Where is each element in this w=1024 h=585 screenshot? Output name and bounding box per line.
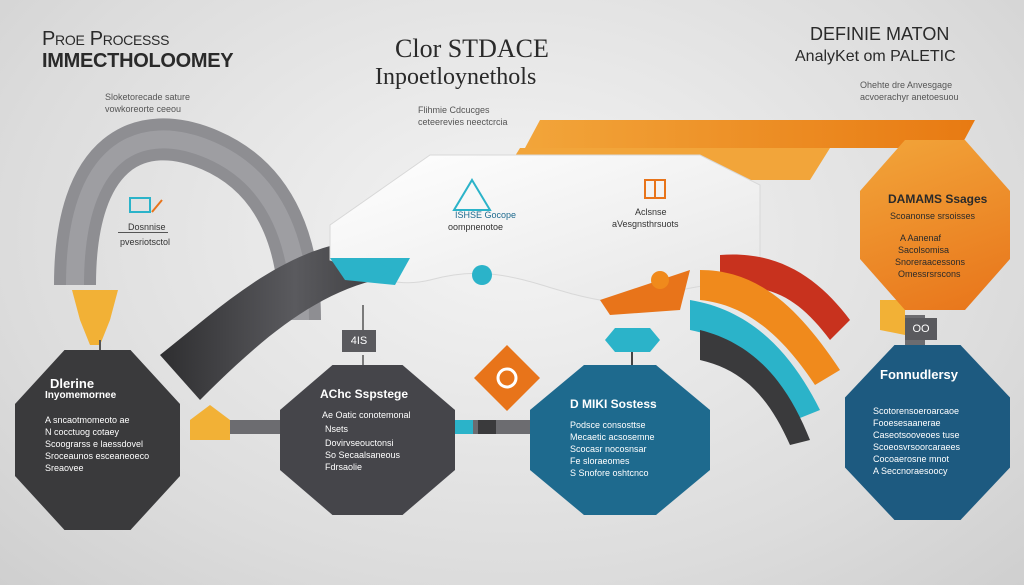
orange-dot-icon: [651, 271, 669, 289]
card-damams-line-2: A Aanenaf: [900, 233, 942, 243]
card-damams-line-5: Omessrsrscons: [898, 269, 961, 279]
card-define-line-5: Sreaovee: [45, 463, 84, 473]
card-define: Dlerine Inyomemornee A sncaotmomeoto ae …: [15, 350, 180, 530]
card-ache-line-2: Nsets: [325, 424, 349, 434]
card-damams-line-4: Snoreraacessons: [895, 257, 966, 267]
card-ache-line-3: Dovirvseouctonsi: [325, 438, 394, 448]
card-define-line-3: Scoograrss e laessdovel: [45, 439, 144, 449]
card-foundersy-line-2: Fooesesaanerae: [873, 418, 941, 428]
banner-left-divider: [118, 232, 168, 233]
card-foundersy-line-6: A Seccnoraesoocy: [873, 466, 948, 476]
card-damams-line-3: Sacolsomisa: [898, 245, 950, 255]
warning-triangle-icon: [452, 178, 492, 211]
left-title-2: IMMECTHOLOOMEY: [42, 50, 234, 72]
connector-1: [220, 420, 280, 434]
card-define-line-1: A sncaotmomeoto ae: [45, 415, 130, 425]
center-sub-1: Flihmie Cdcucges: [418, 105, 490, 115]
teal-hex-marker: [605, 328, 660, 352]
orange-band-top: [525, 120, 975, 148]
card-define-title-2: Inyomemornee: [45, 390, 117, 401]
teal-dot-icon: [472, 265, 492, 285]
right-sub-2: acvoerachyr anetoesuou: [860, 92, 959, 102]
banner-left-label-1: Dosnnise: [128, 222, 166, 232]
left-sub-1: Sloketorecade sature: [105, 92, 191, 102]
card-foundersy-line-5: Cocoaerosne mnot: [873, 454, 950, 464]
orange-diamond: [474, 345, 540, 411]
card-define-title-1: Dlerine: [50, 376, 95, 391]
card-ache-line-1: Ae Oatic conotemonal: [322, 410, 411, 420]
card-damams-line-1: Scoanonse srsoisses: [890, 211, 976, 221]
card-damams-title: DAMAMS Ssages: [888, 192, 988, 206]
center-sub-2: ceteerevies neectcrcia: [418, 117, 508, 127]
left-sub-2: vowkoreorte ceeou: [105, 104, 182, 114]
tag-left: 4IS: [342, 330, 376, 352]
right-title-1: DEFINIE MATON: [810, 24, 950, 44]
banner-mid-label-1: ISHSE Gocope: [455, 210, 517, 220]
monitor-icon: [129, 197, 151, 213]
card-foundersy-line-3: Caseotsooveoes tuse: [873, 430, 960, 440]
banner-left-label-2: pvesriotsctol: [120, 237, 171, 247]
card-foundersy-line-4: Scoeosvrsoorcaraees: [873, 442, 961, 452]
tag-right: OO: [905, 318, 937, 340]
right-title-2: AnalyKet om PALETIC: [795, 48, 956, 65]
banner-right-label-2: aVesgnsthrsuots: [612, 219, 679, 229]
card-data-line-2: Mecaetic acsosemne: [570, 432, 655, 442]
right-red-ribbon: [720, 254, 850, 340]
card-define-line-2: N cocctuog cotaey: [45, 427, 120, 437]
right-sub-1: Ohehte dre Anvesgage: [860, 80, 953, 90]
card-data-status: D MIKI Sostess Podsce consosttse Mecaeti…: [530, 365, 710, 515]
center-title-2: Inpoetloynethols: [375, 64, 537, 90]
card-data-line-5: S Snofore oshtcnco: [570, 468, 649, 478]
card-damams-stage: DAMAMS Ssages Scoanonse srsoisses A Aane…: [860, 140, 1010, 310]
card-ache-stage: AChc Sspstege Ae Oatic conotemonal Nsets…: [280, 365, 455, 515]
left-title-1: Proe Processs: [42, 28, 170, 50]
card-ache-title: AChc Sspstege: [320, 387, 409, 401]
card-foundersy: Fonnudlersy Scotorensoeroarcaoe Fooesesa…: [845, 345, 1010, 520]
card-data-title: D MIKI Sostess: [570, 397, 657, 411]
center-title-1: Clor STDACE: [395, 34, 549, 63]
card-ache-line-4: So Secaalsaneous: [325, 450, 401, 460]
card-data-line-4: Fe sloraeomes: [570, 456, 630, 466]
card-foundersy-line-1: Scotorensoeroarcaoe: [873, 406, 960, 416]
card-data-line-1: Podsce consosttse: [570, 420, 646, 430]
banner-right-label-1: Aclsnse: [635, 207, 667, 217]
yellow-marker-right: [880, 300, 905, 335]
yellow-marker-mid: [190, 405, 230, 440]
teal-fold-left: [330, 258, 410, 285]
yellow-pointer-left: [72, 290, 118, 345]
card-ache-line-5: Fdrsaolie: [325, 462, 363, 472]
card-foundersy-title: Fonnudlersy: [880, 367, 959, 382]
card-define-line-4: Sroceaunos esceaneoeco: [45, 451, 150, 461]
card-data-line-3: Scocasr nocosnsar: [570, 444, 647, 454]
banner-mid-label-2: oompnenotoe: [448, 222, 504, 232]
